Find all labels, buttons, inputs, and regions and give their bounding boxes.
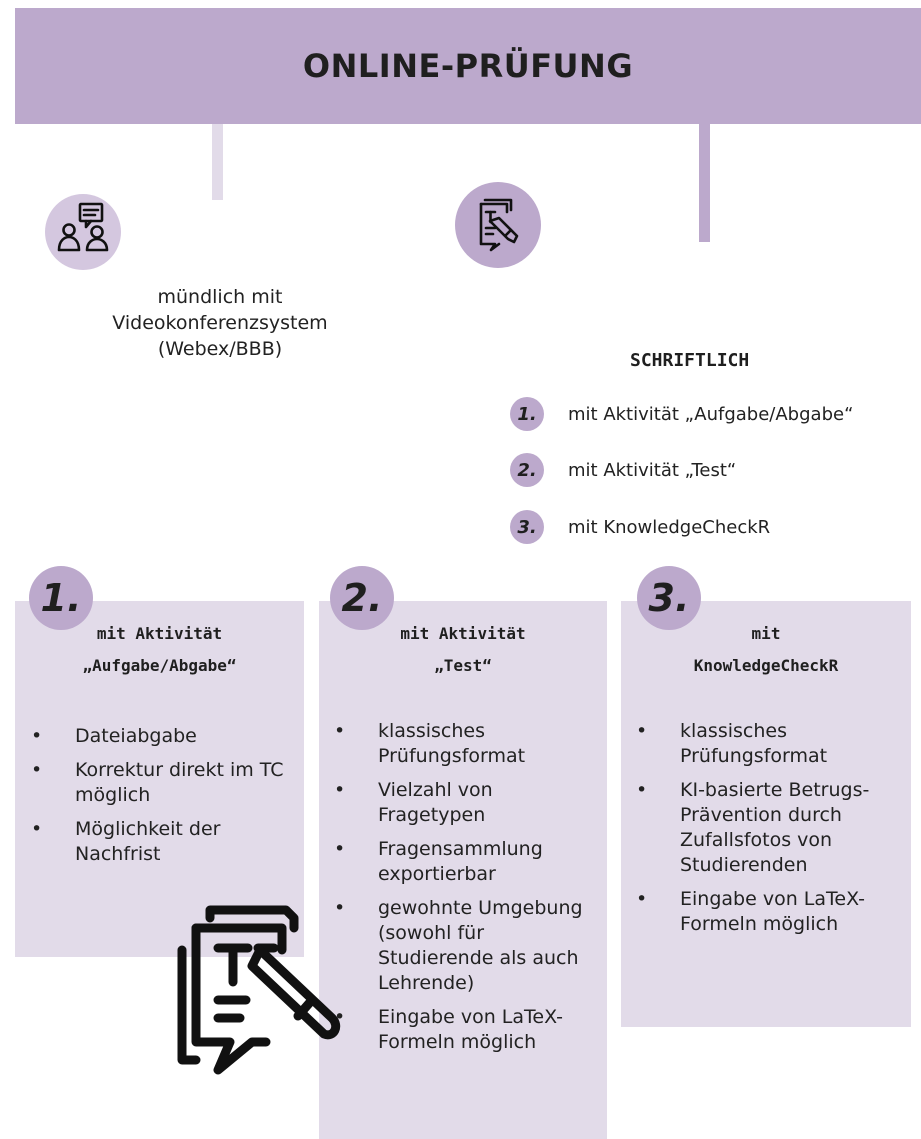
card-number-badge: 3. [637, 566, 701, 630]
list-item-text: Möglichkeit der Nachfrist [75, 818, 221, 865]
oral-line: Videokonferenzsystem [112, 312, 328, 334]
card-bullet-list: •klassisches Prüfungsformat •Vielzahl vo… [330, 719, 592, 1064]
list-item-text: KI-basierte Betrugs-Prävention durch Zuf… [680, 779, 870, 876]
card-bullet-list: •Dateiabgabe •Korrektur direkt im TC mög… [27, 724, 297, 876]
header-banner: ONLINE-PRÜFUNG [15, 8, 921, 124]
oral-icon-circle [45, 194, 121, 270]
number-badge: 1. [510, 397, 544, 431]
number-badge: 2. [510, 453, 544, 487]
list-item: •Möglichkeit der Nachfrist [31, 818, 221, 865]
list-item-text: klassisches Prüfungsformat [680, 720, 828, 767]
written-document-pencil-icon [479, 198, 519, 252]
list-item: •gewohnte Umgebung (sowohl für Studieren… [334, 897, 583, 994]
list-item-text: Vielzahl von Fragetypen [378, 779, 493, 826]
card-title-line: „Aufgabe/Abgabe“ [82, 656, 237, 675]
list-item-text: gewohnte Umgebung (sowohl für Studierend… [378, 897, 583, 994]
list-item: •klassisches Prüfungsformat [636, 720, 828, 767]
card-aufgabe-abgabe [15, 601, 304, 957]
list-item-text: klassisches Prüfungsformat [378, 720, 526, 767]
card-title-line: mit Aktivität [96, 624, 223, 643]
written-item-text: mit Aktivität „Test“ [568, 459, 737, 481]
list-item: •klassisches Prüfungsformat [334, 720, 526, 767]
number-badge: 3. [510, 510, 544, 544]
list-item: •Dateiabgabe [31, 725, 197, 747]
card-title: mit KnowledgeCheckR [621, 618, 911, 682]
list-item-text: Eingabe von LaTeX-Formeln möglich [680, 888, 865, 935]
connector-oral [212, 124, 223, 200]
card-title-line: mit Aktivität [400, 624, 526, 643]
list-item: •Fragensammlung exportierbar [334, 838, 543, 885]
written-heading: SCHRIFTLICH [630, 350, 750, 371]
large-document-pencil-icon [177, 905, 341, 1075]
oral-line: mündlich mit [157, 286, 283, 308]
list-item-text: Fragensammlung exportierbar [378, 838, 543, 885]
card-title-line: KnowledgeCheckR [693, 656, 839, 675]
card-title-line: mit [751, 624, 781, 643]
oral-exam-people-speech-icon [57, 202, 109, 252]
written-item: 1. mit Aktivität „Aufgabe/Abgabe“ [510, 397, 853, 431]
list-item: •KI-basierte Betrugs-Prävention durch Zu… [636, 779, 870, 876]
card-bullet-list: •klassisches Prüfungsformat •KI-basierte… [632, 719, 894, 946]
card-number-badge: 1. [29, 566, 93, 630]
card-title-line: „Test“ [434, 656, 492, 675]
page-title: ONLINE-PRÜFUNG [302, 47, 634, 85]
list-item: •Eingabe von LaTeX-Formeln möglich [636, 888, 865, 935]
connector-written [699, 124, 710, 242]
written-item-text: mit Aktivität „Aufgabe/Abgabe“ [568, 403, 854, 425]
oral-description: mündlich mit Videokonferenzsystem (Webex… [80, 284, 360, 362]
list-item: •Vielzahl von Fragetypen [334, 779, 493, 826]
list-item: •Korrektur direkt im TC möglich [31, 759, 284, 806]
card-number-badge: 2. [330, 566, 394, 630]
written-item: 3. mit KnowledgeCheckR [510, 510, 770, 544]
oral-line: (Webex/BBB) [157, 338, 283, 360]
list-item-text: Korrektur direkt im TC möglich [75, 759, 284, 806]
list-item-text: Eingabe von LaTeX-Formeln möglich [378, 1006, 563, 1053]
list-item: •Eingabe von LaTeX-Formeln möglich [334, 1006, 563, 1053]
written-item-text: mit KnowledgeCheckR [568, 516, 771, 538]
card-title: mit Aktivität „Test“ [319, 618, 607, 682]
written-icon-circle [455, 182, 541, 268]
card-title: mit Aktivität „Aufgabe/Abgabe“ [15, 618, 304, 682]
card-knowledgecheckr [621, 601, 911, 1027]
written-item: 2. mit Aktivität „Test“ [510, 453, 736, 487]
card-test [319, 601, 607, 1139]
list-item-text: Dateiabgabe [75, 725, 197, 747]
